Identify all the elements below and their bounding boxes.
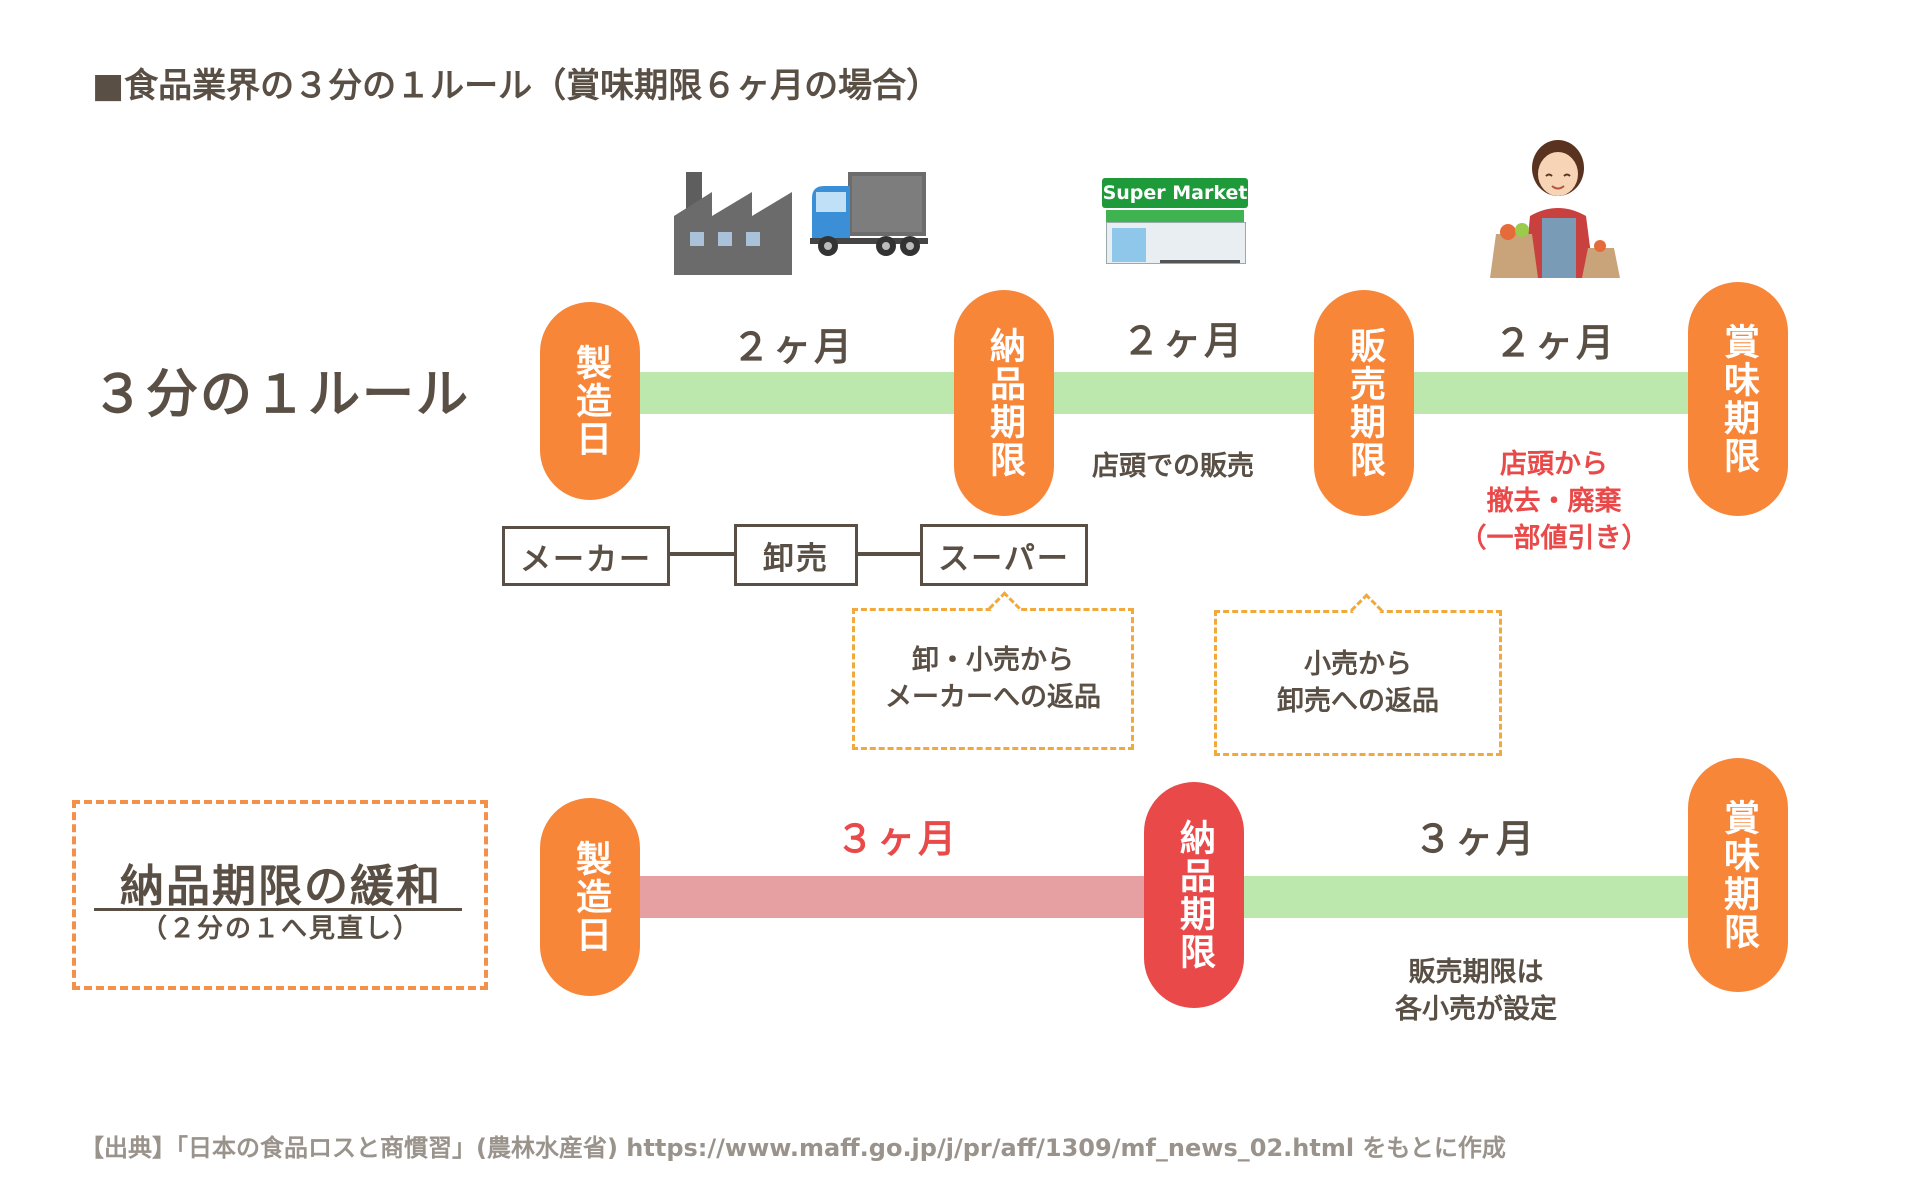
relaxed-row-label: 納品期限の緩和 xyxy=(120,861,442,912)
relaxed-period-1: ３ヶ月 xyxy=(836,817,960,861)
shopper-icon xyxy=(1490,140,1620,278)
source-citation: 【出典】「日本の食品ロスと商慣習」(農林水産省) https://www.maf… xyxy=(80,1134,1506,1162)
note-removal: 店頭から 撤去・廃棄 （一部値引き） xyxy=(1432,446,1676,557)
rule-timeline-bar xyxy=(600,372,1730,414)
milestone-best-before: 賞味期限 xyxy=(1688,282,1788,516)
note-removal-line2: 撤去・廃棄 xyxy=(1486,486,1622,517)
period-3: ２ヶ月 xyxy=(1494,321,1618,365)
period-2: ２ヶ月 xyxy=(1122,319,1246,363)
relaxed-row-sublabel: （２分の１へ見直し） xyxy=(140,914,421,944)
milestone-sales-deadline: 販売期限 xyxy=(1314,290,1414,516)
factory-icon xyxy=(674,172,792,275)
relaxed-milestone-best-before: 賞味期限 xyxy=(1688,758,1788,992)
milestone-delivery-deadline: 納品期限 xyxy=(954,290,1054,516)
truck-icon xyxy=(810,172,928,256)
rule-row-label: ３分の１ルール xyxy=(92,365,471,425)
note-removal-line1: 店頭から xyxy=(1500,449,1608,480)
milestone-manufacture: 製造日 xyxy=(540,302,640,500)
chain-wholesale: 卸売 xyxy=(734,524,858,586)
relaxed-note-line2: 各小売が設定 xyxy=(1395,994,1557,1025)
chain-connector-1 xyxy=(668,552,736,556)
relaxed-period-2: ３ヶ月 xyxy=(1414,817,1538,861)
note-store-sales: 店頭での販売 xyxy=(1092,451,1254,482)
chain-connector-2 xyxy=(852,552,922,556)
bubble-return-to-wholesale: 小売から 卸売への返品 xyxy=(1214,610,1502,756)
relaxed-bar-to-best-before xyxy=(1160,876,1730,918)
bubble-return-to-maker-line1: 卸・小売から xyxy=(912,645,1074,676)
chain-maker: メーカー xyxy=(502,526,670,586)
bubble-return-to-maker-line2: メーカーへの返品 xyxy=(885,682,1101,713)
relaxed-label-box xyxy=(72,800,488,990)
period-1: ２ヶ月 xyxy=(732,325,856,369)
supermarket-icon: Super Market xyxy=(1102,178,1252,268)
relaxed-milestone-manufacture: 製造日 xyxy=(540,798,640,996)
bubble-return-to-wholesale-line1: 小売から xyxy=(1304,649,1412,680)
note-removal-line3: （一部値引き） xyxy=(1459,523,1649,554)
relaxed-note: 販売期限は 各小売が設定 xyxy=(1364,954,1588,1028)
relaxed-label-underline xyxy=(94,908,462,911)
relaxed-note-line1: 販売期限は xyxy=(1408,957,1544,988)
page-title: ■食品業界の３分の１ルール（賞味期限６ヶ月の場合） xyxy=(92,66,941,106)
bubble-return-to-wholesale-line2: 卸売への返品 xyxy=(1277,686,1439,717)
supermarket-sign: Super Market xyxy=(1102,178,1248,208)
relaxed-bar-to-delivery xyxy=(600,876,1160,918)
bubble-return-to-maker: 卸・小売から メーカーへの返品 xyxy=(852,608,1134,750)
chain-supermarket: スーパー xyxy=(920,524,1088,586)
relaxed-milestone-delivery-deadline: 納品期限 xyxy=(1144,782,1244,1008)
